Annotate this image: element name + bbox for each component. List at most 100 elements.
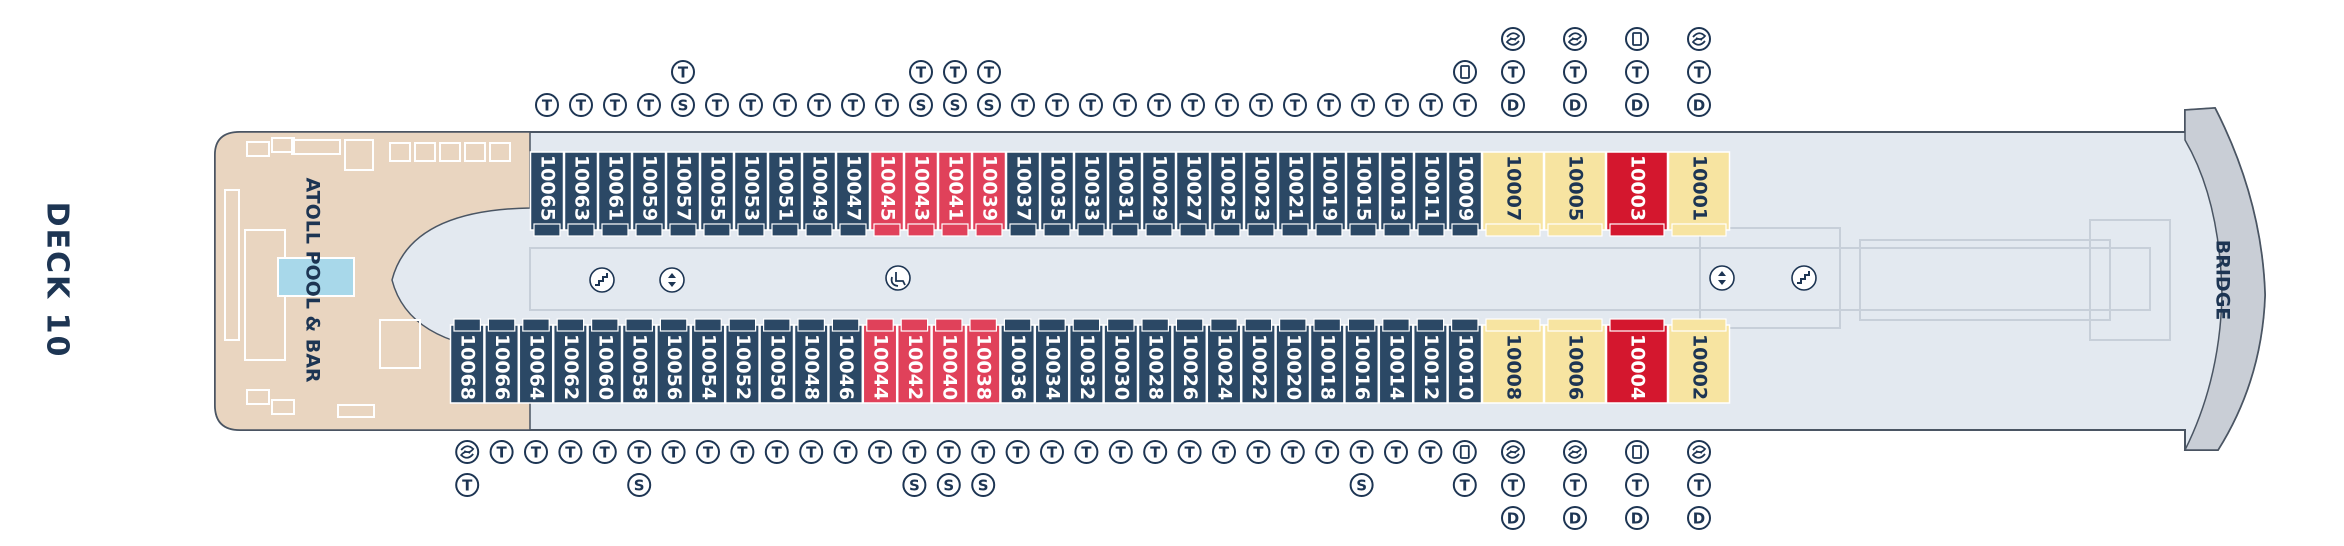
shower-icon: [1452, 440, 1477, 464]
svg-text:T: T: [1290, 97, 1301, 115]
svg-text:T: T: [950, 64, 961, 82]
svg-text:T: T: [1358, 97, 1369, 115]
twin-beds-icon: T: [764, 440, 789, 464]
cabin-number: 10007: [1503, 155, 1525, 221]
cabin-number: 10065: [537, 155, 559, 221]
cabin-number: 10048: [801, 334, 823, 400]
twin-beds-icon: T: [1177, 440, 1202, 464]
svg-text:T: T: [780, 97, 791, 115]
sofa-bed-icon: S: [909, 93, 933, 117]
corridor-lines: [529, 219, 2171, 341]
twin-beds-icon: T: [807, 93, 831, 117]
svg-text:D: D: [1631, 97, 1643, 115]
twin-beds-icon: T: [841, 93, 865, 117]
twin-beds-icon: T: [1011, 93, 1035, 117]
svg-text:T: T: [610, 97, 621, 115]
twin-beds-icon: T: [1079, 93, 1103, 117]
bath-icon: [1563, 27, 1587, 51]
cabin-number: 10004: [1627, 334, 1649, 400]
svg-text:D: D: [1693, 510, 1705, 528]
svg-text:T: T: [978, 444, 989, 462]
svg-text:D: D: [1693, 97, 1705, 115]
twin-beds-icon: T: [1045, 93, 1069, 117]
cabin-number: 10055: [707, 155, 729, 221]
twin-beds-icon: T: [592, 440, 617, 464]
double-bed-icon: D: [1687, 93, 1711, 117]
shower-icon: [1625, 27, 1649, 51]
cabin-number: 10047: [843, 155, 865, 221]
cabin-10047[interactable]: 10047 T: [835, 93, 871, 237]
cabin-number: 10013: [1387, 155, 1409, 221]
bath-icon: [1501, 440, 1525, 464]
svg-text:T: T: [1322, 444, 1333, 462]
cabin-number: 10014: [1386, 334, 1408, 400]
bridge-band: [2183, 107, 2266, 451]
